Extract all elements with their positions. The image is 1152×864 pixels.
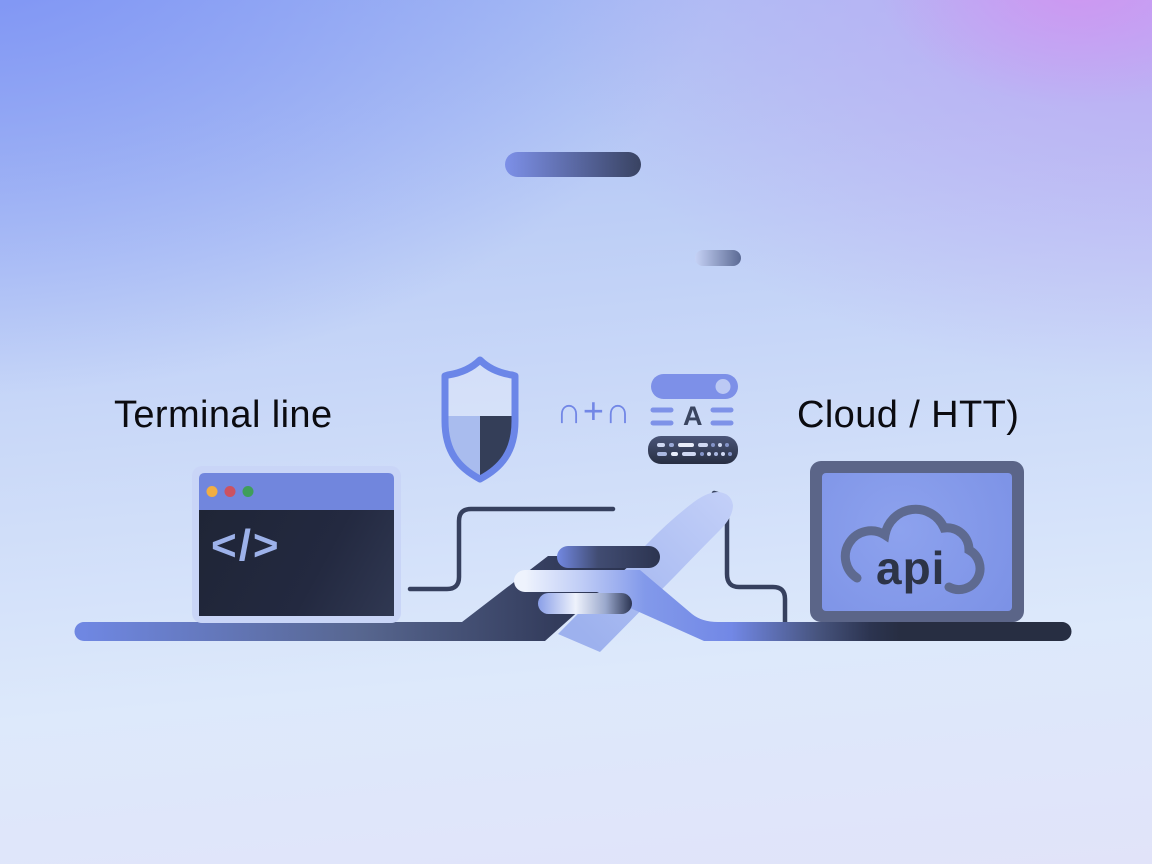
api-label: api xyxy=(876,542,945,594)
server-letter: A xyxy=(683,401,703,431)
connector-line-left xyxy=(407,506,616,592)
decorative-pill-large xyxy=(505,152,641,177)
server-indicator-dot xyxy=(715,379,731,394)
server-dark-bar xyxy=(648,436,738,464)
server-data-dots xyxy=(657,443,732,456)
traffic-light-red xyxy=(224,486,236,497)
terminal-label: Terminal line xyxy=(114,394,333,436)
laptop: api xyxy=(810,461,1024,622)
handshake-light-pill xyxy=(538,593,632,614)
baseline-bar-right-arm xyxy=(514,570,1072,641)
baseline-bar-left xyxy=(74,556,640,641)
server-dash-lines xyxy=(650,407,734,426)
laptop-screen xyxy=(822,473,1012,611)
cloud-label: Cloud / HTT) xyxy=(797,394,1020,436)
terminal-body xyxy=(199,510,394,616)
server-top-bar xyxy=(651,374,738,399)
shield-icon xyxy=(441,356,519,483)
terminal-window: </> xyxy=(192,466,401,623)
traffic-light-yellow xyxy=(206,486,218,497)
server-icon: A xyxy=(648,374,738,464)
handshake-dark-pill xyxy=(557,546,660,568)
cloud-api-icon xyxy=(840,504,985,595)
traffic-light-green xyxy=(242,486,254,497)
code-glyph: </> xyxy=(211,521,281,570)
decorative-pill-small xyxy=(695,250,741,266)
terminal-titlebar xyxy=(199,473,394,510)
union-plus-symbol: ∩+∩ xyxy=(556,390,632,431)
